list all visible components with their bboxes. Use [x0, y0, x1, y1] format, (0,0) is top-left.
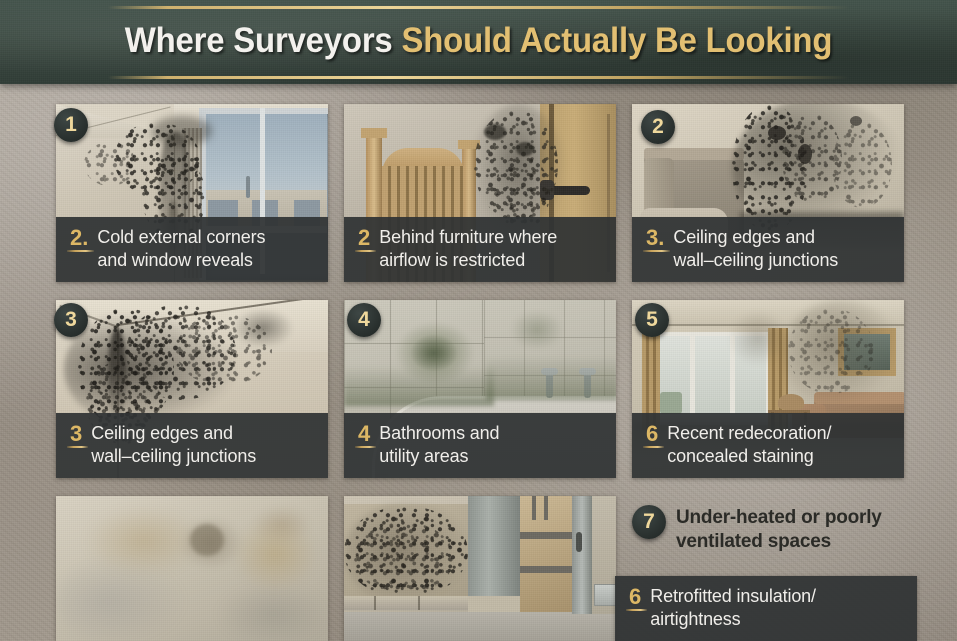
card-3-caption-number: 3.: [642, 225, 671, 252]
card-1-badge: 1: [54, 108, 88, 142]
card-6[interactable]: 6 Recent redecoration/concealed staining: [632, 300, 904, 478]
card-4-badge: 3: [54, 303, 88, 337]
card-5-badge: 4: [347, 303, 381, 337]
page-title-gold: Should Actually Be Looking: [401, 21, 833, 60]
card-8-photo: [344, 496, 616, 641]
plain-item-7-badge: 7: [632, 505, 666, 539]
card-1-caption-number: 2.: [66, 225, 95, 252]
floating-caption-text: Retrofitted insulation/airtightness: [650, 586, 816, 629]
floating-caption-retrofit: 6 Retrofitted insulation/airtightness: [615, 576, 917, 641]
header-rule-top: [108, 6, 849, 9]
header-rule-bottom: [108, 76, 849, 79]
floating-caption-number: 6: [625, 584, 648, 611]
card-8[interactable]: [344, 496, 616, 641]
card-6-badge: 5: [635, 303, 669, 337]
card-6-caption-text: Recent redecoration/concealed staining: [667, 423, 832, 466]
header-banner: Where Surveyors Should Actually Be Looki…: [0, 0, 957, 84]
card-4-caption-number: 3: [66, 421, 89, 448]
card-5-caption-number: 4: [354, 421, 377, 448]
card-6-caption: 6 Recent redecoration/concealed staining: [632, 413, 904, 478]
card-7-photo: [56, 496, 328, 641]
card-2-caption-number: 2: [354, 225, 377, 252]
card-6-caption-number: 6: [642, 421, 665, 448]
page-title-white: Where Surveyors: [124, 21, 402, 60]
card-3-badge: 2: [641, 110, 675, 144]
card-7[interactable]: [56, 496, 328, 641]
page-title: Where Surveyors Should Actually Be Looki…: [29, 19, 929, 63]
